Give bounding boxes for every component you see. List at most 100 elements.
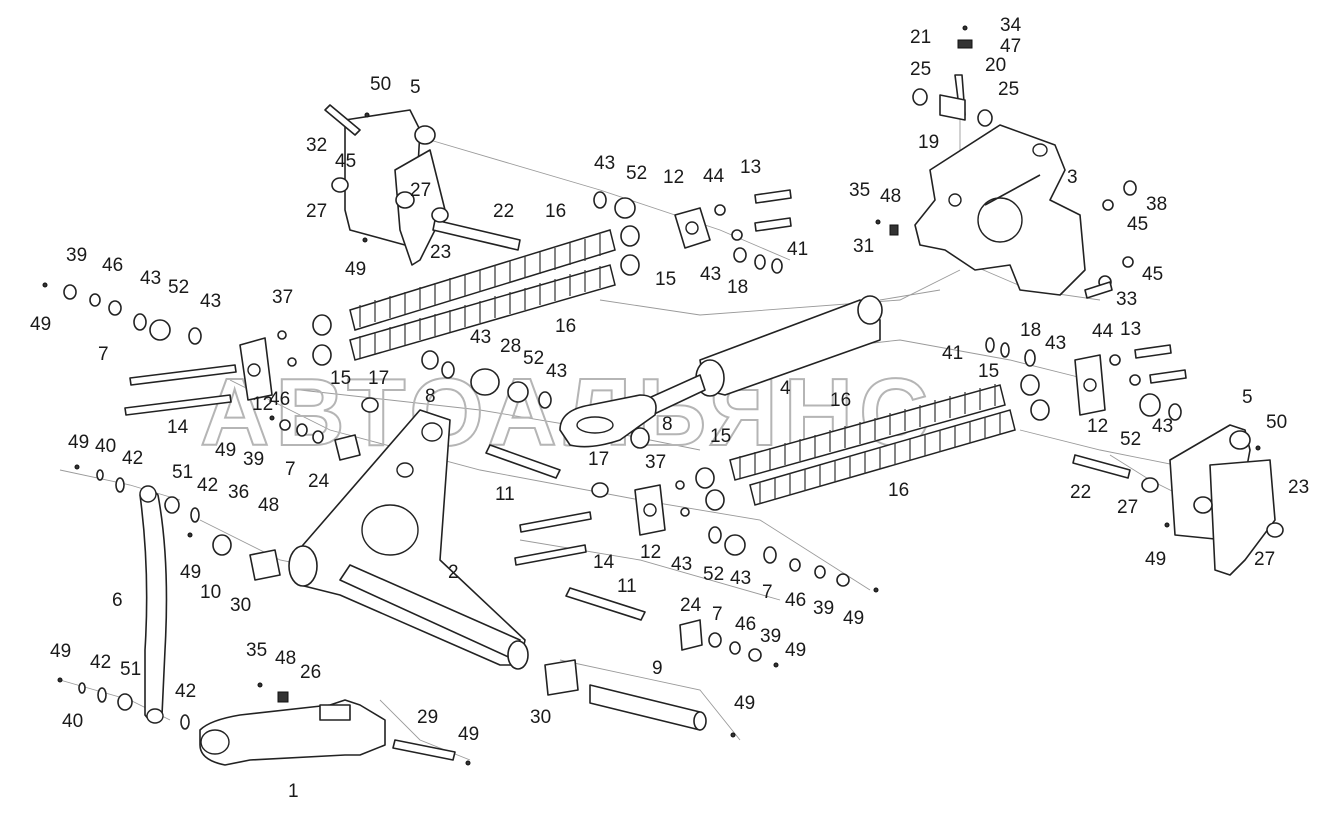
callout-18: 18 — [727, 277, 748, 298]
callout-46: 46 — [735, 614, 756, 635]
part-4-hydraulic-cylinder — [559, 295, 883, 448]
callout-11: 11 — [495, 484, 515, 505]
callout-45: 45 — [1142, 264, 1163, 285]
callout-46: 46 — [269, 389, 290, 410]
callout-39: 39 — [813, 598, 834, 619]
callout-52: 52 — [1120, 429, 1141, 450]
callout-49: 49 — [843, 608, 864, 629]
callout-27: 27 — [1117, 497, 1138, 518]
callout-43: 43 — [594, 153, 615, 174]
callout-27: 27 — [410, 180, 431, 201]
callout-50: 50 — [370, 74, 391, 95]
callout-48: 48 — [880, 186, 901, 207]
callout-22: 22 — [493, 201, 514, 222]
callout-14: 14 — [167, 417, 189, 438]
callout-43: 43 — [470, 327, 491, 348]
bolts — [42, 25, 1261, 766]
pins — [124, 74, 1131, 761]
part-12-spring-caps — [239, 207, 1106, 536]
callout-21: 21 — [910, 27, 931, 48]
spring-upper-2 — [349, 264, 616, 361]
callout-27: 27 — [306, 201, 327, 222]
callout-31: 31 — [853, 236, 874, 257]
callout-18: 18 — [1020, 320, 1041, 341]
callout-13: 13 — [740, 157, 761, 178]
callout-8: 8 — [425, 386, 436, 407]
part-16-springs — [349, 229, 1016, 506]
callout-4: 4 — [780, 378, 791, 399]
callout-9: 9 — [652, 658, 663, 679]
callout-45: 45 — [335, 151, 356, 172]
part-1-lever-arm — [199, 699, 386, 766]
callout-12: 12 — [663, 167, 684, 188]
callout-45: 45 — [1127, 214, 1148, 235]
callout-22: 22 — [1070, 482, 1091, 503]
callout-27: 27 — [1254, 549, 1275, 570]
callout-24: 24 — [680, 595, 702, 616]
callout-43: 43 — [1152, 416, 1173, 437]
washers-and-rings — [63, 39, 1182, 730]
callout-42: 42 — [90, 652, 111, 673]
callout-1: 1 — [288, 781, 299, 802]
callout-13: 13 — [1120, 319, 1141, 340]
callout-5: 5 — [410, 77, 421, 98]
callout-40: 40 — [95, 436, 116, 457]
callout-26: 26 — [300, 662, 321, 683]
callout-17: 17 — [368, 368, 389, 389]
callout-48: 48 — [258, 495, 279, 516]
callout-43: 43 — [671, 554, 692, 575]
callout-12: 12 — [252, 394, 273, 415]
callout-32: 32 — [306, 135, 327, 156]
callout-7: 7 — [712, 604, 723, 625]
callout-6: 6 — [112, 590, 123, 611]
callout-44: 44 — [703, 166, 725, 187]
callout-49: 49 — [785, 640, 806, 661]
callout-43: 43 — [700, 264, 721, 285]
callout-40: 40 — [62, 711, 83, 732]
callout-39: 39 — [66, 245, 87, 266]
callout-51: 51 — [172, 462, 193, 483]
callout-52: 52 — [523, 348, 544, 369]
callout-51: 51 — [120, 659, 141, 680]
callout-labels: 1 2 3 4 5 5 6 7 7 7 7 8 8 9 10 11 11 12 … — [30, 15, 1309, 802]
callout-14: 14 — [593, 552, 615, 573]
callout-16: 16 — [555, 316, 576, 337]
part-2-frame-plate — [288, 409, 529, 670]
callout-15: 15 — [978, 361, 999, 382]
callout-47: 47 — [1000, 36, 1021, 57]
callout-42: 42 — [175, 681, 196, 702]
callout-49: 49 — [1145, 549, 1166, 570]
callout-39: 39 — [243, 449, 264, 470]
callout-25: 25 — [998, 79, 1019, 100]
callout-49: 49 — [215, 440, 236, 461]
callout-15: 15 — [330, 368, 351, 389]
callout-49: 49 — [50, 641, 71, 662]
callout-30: 30 — [530, 707, 551, 728]
callout-12: 12 — [640, 542, 661, 563]
callout-36: 36 — [228, 482, 249, 503]
callout-42: 42 — [122, 448, 143, 469]
callout-8: 8 — [662, 414, 673, 435]
part-15-bushings — [312, 225, 1050, 511]
part-3-bracket — [914, 124, 1086, 296]
callout-49: 49 — [345, 259, 366, 280]
callout-16: 16 — [888, 480, 909, 501]
callout-52: 52 — [703, 564, 724, 585]
callout-7: 7 — [98, 344, 109, 365]
callout-41: 41 — [942, 343, 963, 364]
callout-37: 37 — [272, 287, 293, 308]
part-5-left-bracket — [344, 109, 446, 266]
callout-35: 35 — [849, 180, 870, 201]
callout-23: 23 — [1288, 477, 1309, 498]
callout-44: 44 — [1092, 321, 1114, 342]
callout-52: 52 — [168, 277, 189, 298]
callout-28: 28 — [500, 336, 521, 357]
callout-46: 46 — [102, 255, 123, 276]
callout-16: 16 — [830, 390, 851, 411]
callout-19: 19 — [918, 132, 939, 153]
callout-50: 50 — [1266, 412, 1287, 433]
callout-38: 38 — [1146, 194, 1167, 215]
callout-33: 33 — [1116, 289, 1137, 310]
callout-25: 25 — [910, 59, 931, 80]
callout-49: 49 — [68, 432, 89, 453]
